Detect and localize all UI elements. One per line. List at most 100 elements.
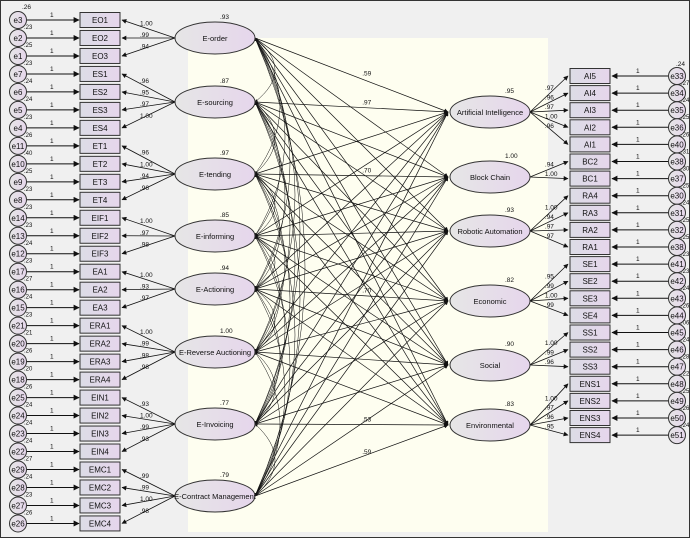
error-path-label: 1 bbox=[636, 325, 640, 332]
loading-label: 1.00 bbox=[140, 113, 153, 120]
loading-label: 1.00 bbox=[140, 161, 153, 168]
structural-path bbox=[254, 101, 449, 302]
loading-path bbox=[121, 351, 176, 380]
observed-variable-box bbox=[79, 119, 121, 136]
covariance-path bbox=[254, 37, 301, 425]
structural-path bbox=[254, 173, 449, 302]
latent-variance: .95 bbox=[505, 88, 514, 95]
structural-path bbox=[254, 364, 449, 497]
latent-variable-ellipse bbox=[174, 85, 256, 119]
structural-path bbox=[254, 176, 449, 237]
structural-path bbox=[254, 101, 449, 426]
error-path-label: 1 bbox=[50, 390, 54, 397]
error-variance: .26 bbox=[681, 406, 690, 412]
error-variance: .26 bbox=[24, 349, 33, 355]
loading-label: 1.00 bbox=[140, 496, 153, 503]
observed-variable-label: AI2 bbox=[584, 123, 597, 132]
error-variance: .27 bbox=[24, 457, 33, 463]
error-path-label: 1 bbox=[636, 136, 640, 143]
loading-path bbox=[121, 73, 176, 103]
loading-path bbox=[121, 287, 176, 293]
loading-path bbox=[121, 325, 176, 353]
covariance-path bbox=[254, 37, 281, 175]
loading-path bbox=[529, 195, 569, 232]
latent-variance: 1.00 bbox=[505, 153, 518, 160]
observed-variable-label: AI3 bbox=[584, 106, 597, 115]
error-term-label: e43 bbox=[670, 294, 684, 303]
structural-path bbox=[254, 173, 449, 232]
covariance-path bbox=[254, 235, 276, 290]
error-term-label: e48 bbox=[670, 380, 684, 389]
loading-label: 1.00 bbox=[140, 413, 153, 420]
structural-path bbox=[254, 176, 449, 497]
loading-path bbox=[529, 75, 569, 113]
error-term-label: e50 bbox=[670, 414, 684, 423]
observed-variable-label: EMC2 bbox=[89, 483, 112, 492]
error-term-circle bbox=[9, 460, 27, 479]
error-path-label: 1 bbox=[50, 462, 54, 469]
latent-variable-ellipse bbox=[174, 272, 256, 306]
latent-variable-ellipse bbox=[174, 335, 256, 369]
latent-variable-ellipse bbox=[449, 160, 531, 194]
loading-label: .97 bbox=[545, 104, 554, 111]
loading-label: .96 bbox=[140, 150, 149, 157]
error-term-label: e2 bbox=[14, 34, 23, 43]
loading-label: .93 bbox=[140, 436, 149, 443]
error-term-label: e31 bbox=[670, 209, 684, 218]
error-variance: .24 bbox=[24, 421, 33, 427]
error-term-label: e12 bbox=[11, 250, 25, 259]
error-term-label: e4 bbox=[14, 124, 23, 133]
latent-variable-label: E-Actioning bbox=[196, 285, 234, 294]
error-path-label: 1 bbox=[50, 479, 54, 486]
error-term-circle bbox=[9, 370, 27, 389]
error-term-label: e19 bbox=[11, 358, 25, 367]
observed-variable-label: ES4 bbox=[92, 124, 108, 133]
error-variance: .31 bbox=[681, 149, 690, 155]
error-path-label: 1 bbox=[636, 205, 640, 212]
error-term-circle bbox=[9, 478, 27, 497]
error-path-label: 1 bbox=[50, 102, 54, 109]
loading-label: .93 bbox=[140, 283, 149, 290]
observed-variable-box bbox=[569, 392, 611, 409]
error-term-label: e24 bbox=[11, 412, 25, 421]
loading-label: .94 bbox=[140, 173, 149, 180]
structural-path bbox=[254, 288, 449, 366]
structural-path bbox=[254, 111, 449, 175]
error-term-label: e5 bbox=[14, 106, 23, 115]
error-term-circle bbox=[9, 334, 27, 353]
error-term-circle bbox=[9, 226, 27, 245]
structural-path bbox=[254, 351, 449, 426]
covariance-path bbox=[254, 235, 281, 353]
loading-path bbox=[529, 383, 569, 426]
latent-variable-ellipse bbox=[449, 214, 531, 248]
error-term-label: e20 bbox=[11, 340, 25, 349]
error-term-label: e27 bbox=[11, 501, 25, 510]
structural-path bbox=[254, 176, 449, 425]
error-variance: .30 bbox=[681, 167, 690, 173]
observed-variable-box bbox=[569, 136, 611, 153]
covariance-path bbox=[254, 37, 291, 290]
error-variance: .25 bbox=[24, 169, 33, 175]
error-variance: .23 bbox=[681, 269, 690, 275]
error-path-label: 1 bbox=[636, 376, 640, 383]
latent-variable-label: E-sourcing bbox=[197, 98, 233, 107]
observed-variable-label: EO1 bbox=[92, 16, 109, 25]
loading-path bbox=[529, 424, 569, 437]
error-path-label: 1 bbox=[636, 359, 640, 366]
structural-path bbox=[254, 101, 449, 114]
loading-path bbox=[121, 397, 176, 425]
loading-label: .98 bbox=[140, 364, 149, 371]
loading-path bbox=[529, 111, 569, 145]
structural-path bbox=[254, 351, 449, 367]
observed-variable-box bbox=[79, 263, 121, 280]
observed-variable-label: EIN2 bbox=[91, 412, 109, 421]
error-term-circle bbox=[9, 11, 27, 29]
error-term-label: e23 bbox=[11, 430, 25, 439]
latent-variable-ellipse bbox=[174, 157, 256, 191]
observed-variable-box bbox=[79, 83, 121, 100]
loading-label: .99 bbox=[545, 350, 554, 357]
error-path-label: 1 bbox=[50, 282, 54, 289]
loading-label: .99 bbox=[545, 283, 554, 290]
latent-variance: .93 bbox=[505, 207, 514, 214]
observed-variable-box bbox=[79, 335, 121, 352]
